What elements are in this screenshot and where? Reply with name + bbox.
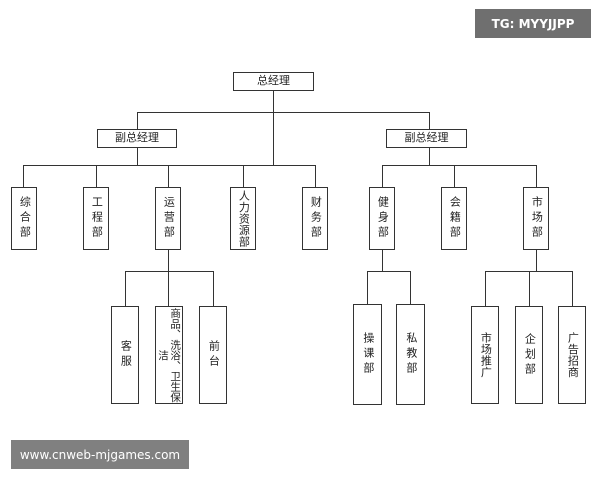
connector-line — [367, 271, 410, 273]
connector-line — [315, 165, 317, 187]
hr-dept-label: 人力资源部 — [237, 189, 251, 248]
market-promotion-label: 市场推广 — [479, 332, 493, 378]
general-manager-label: 总经理 — [257, 74, 290, 88]
connector-line — [454, 165, 456, 187]
connector-line — [429, 112, 431, 129]
connector-line — [96, 165, 98, 187]
operations-dept-box: 运营部 — [155, 187, 181, 250]
watermark-bottom-left: www.cnweb-mjgames.com — [11, 440, 189, 469]
general-manager-box: 总经理 — [233, 72, 314, 91]
engineering-dept-label: 工程部 — [90, 196, 104, 241]
connector-line — [213, 271, 215, 306]
general-affairs-dept-box: 综合部 — [11, 187, 37, 250]
connector-line — [485, 271, 487, 306]
deputy-right-label: 副总经理 — [404, 131, 449, 145]
connector-line — [273, 91, 275, 165]
operations-dept-label: 运营部 — [162, 196, 176, 241]
connector-line — [367, 271, 369, 304]
connector-line — [536, 250, 538, 271]
market-promotion-box: 市场推广 — [471, 306, 499, 404]
front-desk-box: 前台 — [199, 306, 227, 404]
connector-line — [168, 165, 170, 187]
connector-line — [485, 271, 572, 273]
connector-line — [125, 271, 127, 306]
connector-line — [168, 250, 170, 271]
merch-bath-cleaning-box: 商品、洗浴、卫生保洁 — [155, 306, 183, 404]
hr-dept-box: 人力资源部 — [230, 187, 256, 250]
connector-line — [410, 271, 412, 304]
marketing-dept-box: 市场部 — [523, 187, 549, 250]
group-class-dept-label: 操课部 — [361, 332, 375, 377]
planning-dept-label: 企划部 — [523, 332, 537, 378]
membership-dept-box: 会籍部 — [441, 187, 467, 250]
connector-line — [429, 148, 431, 165]
finance-dept-box: 财务部 — [302, 187, 328, 250]
engineering-dept-box: 工程部 — [83, 187, 109, 250]
membership-dept-label: 会籍部 — [448, 196, 462, 241]
fitness-dept-box: 健身部 — [369, 187, 395, 250]
ad-investment-label: 广告招商 — [566, 332, 580, 378]
front-desk-label: 前台 — [207, 340, 221, 370]
ad-investment-box: 广告招商 — [558, 306, 586, 404]
fitness-dept-label: 健身部 — [376, 196, 390, 241]
deputy-left-box: 副总经理 — [97, 129, 177, 148]
deputy-left-label: 副总经理 — [115, 131, 159, 145]
planning-dept-box: 企划部 — [515, 306, 543, 404]
connector-line — [382, 165, 384, 187]
connector-line — [137, 112, 429, 114]
customer-service-label: 客服 — [119, 340, 133, 370]
watermark-top-right-label: TG: MYYJJPP — [491, 16, 575, 31]
watermark-bottom-left-label: www.cnweb-mjgames.com — [19, 447, 181, 462]
connector-line — [243, 165, 245, 187]
connector-line — [536, 165, 538, 187]
personal-training-dept-label: 私教部 — [404, 332, 418, 377]
group-class-dept-box: 操课部 — [353, 304, 382, 405]
finance-dept-label: 财务部 — [309, 196, 323, 241]
connector-line — [23, 165, 25, 187]
general-affairs-dept-label: 综合部 — [18, 196, 32, 241]
connector-line — [529, 271, 531, 306]
customer-service-box: 客服 — [111, 306, 139, 404]
merch-bath-cleaning-label: 商品、洗浴、卫生保洁 — [157, 307, 182, 403]
connector-line — [137, 112, 139, 129]
connector-line — [168, 271, 170, 306]
marketing-dept-label: 市场部 — [530, 196, 544, 241]
connector-line — [137, 148, 139, 165]
connector-line — [382, 165, 536, 167]
deputy-right-box: 副总经理 — [386, 129, 467, 148]
personal-training-dept-box: 私教部 — [396, 304, 425, 405]
connector-line — [382, 250, 384, 271]
connector-line — [572, 271, 574, 306]
watermark-top-right: TG: MYYJJPP — [475, 9, 591, 38]
